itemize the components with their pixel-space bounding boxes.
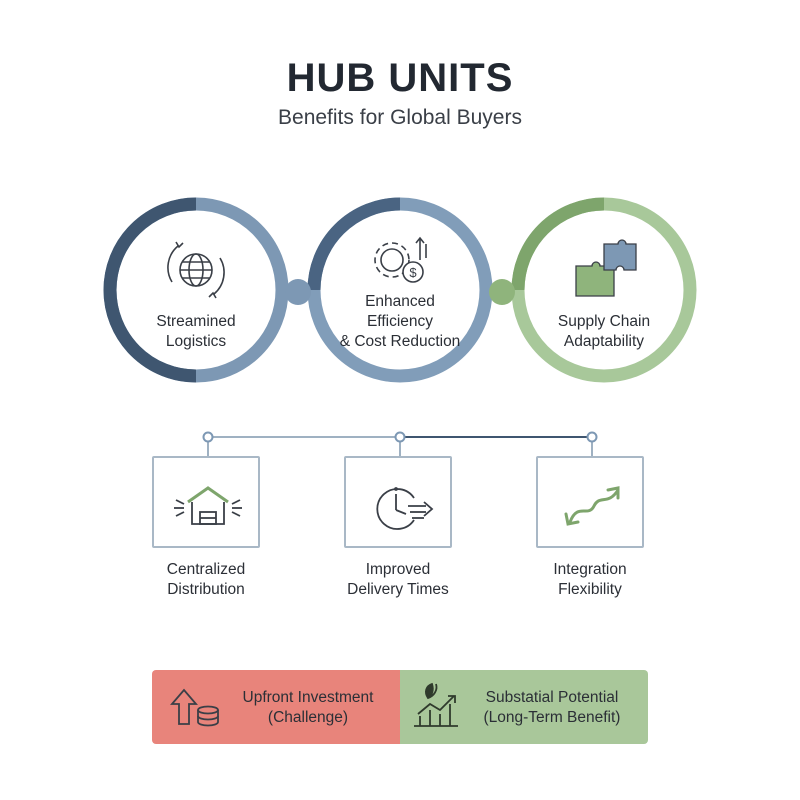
ring-label-line: & Cost Reduction	[339, 333, 461, 350]
card-label-line: Improved	[365, 561, 431, 578]
investment-icon	[170, 688, 219, 727]
card-label-line: Integration	[553, 561, 627, 578]
card-centralized-distribution	[152, 456, 260, 548]
ring-label-efficiency: Enhanced Efficiency & Cost Reduction	[300, 292, 500, 352]
banner-challenge: Upfront Investment (Challenge)	[152, 670, 400, 744]
ring-label-adaptability: Supply Chain Adaptability	[504, 312, 704, 352]
banner-benefit-text: Substatial Potential (Long-Term Benefit)	[464, 688, 640, 728]
banner-line: Upfront Investment	[242, 689, 374, 706]
globe-sync-icon	[167, 241, 225, 299]
gear-dollar-icon: $	[374, 236, 427, 283]
ring-label-logistics: Streamined Logistics	[96, 312, 296, 352]
card-label-line: Distribution	[167, 581, 245, 598]
page-title: HUB UNITS	[286, 56, 514, 100]
card-label-line: Delivery Times	[347, 581, 449, 598]
connector-dot-blue	[285, 279, 311, 305]
banner-benefit: Substatial Potential (Long-Term Benefit)	[400, 670, 648, 744]
growth-chart-icon	[414, 682, 458, 727]
ring-label-line: Streamined	[156, 313, 236, 330]
card-integration-flexibility	[536, 456, 644, 548]
connector-dot-green	[489, 279, 515, 305]
puzzle-icon	[575, 239, 637, 297]
card-connector-line	[202, 431, 598, 456]
svg-text:$: $	[409, 265, 417, 280]
card-improved-delivery	[344, 456, 452, 548]
banner-line: (Long-Term Benefit)	[483, 709, 621, 726]
card-label-distribution: Centralized Distribution	[106, 560, 306, 600]
ring-efficiency	[307, 197, 493, 383]
card-label-delivery: Improved Delivery Times	[298, 560, 498, 600]
banner-line: (Challenge)	[267, 709, 349, 726]
banner-line: Substatial Potential	[485, 689, 619, 706]
ring-adaptability	[511, 197, 697, 383]
card-label-line: Centralized	[166, 561, 246, 578]
banner-challenge-text: Upfront Investment (Challenge)	[224, 688, 392, 728]
ring-label-line: Enhanced	[365, 293, 435, 310]
ring-label-line: Logistics	[165, 333, 227, 350]
page-subtitle: Benefits for Global Buyers	[278, 106, 522, 129]
card-label-line: Flexibility	[558, 581, 622, 598]
flex-arrows-icon	[564, 486, 620, 526]
ring-streamlined-logistics	[103, 197, 289, 383]
ring-label-line: Efficiency	[366, 313, 434, 330]
ring-label-line: Adaptability	[563, 333, 645, 350]
warehouse-icon	[174, 486, 242, 525]
clock-fast-icon	[376, 487, 434, 530]
card-label-flexibility: Integration Flexibility	[490, 560, 690, 600]
ring-label-line: Supply Chain	[557, 313, 651, 330]
